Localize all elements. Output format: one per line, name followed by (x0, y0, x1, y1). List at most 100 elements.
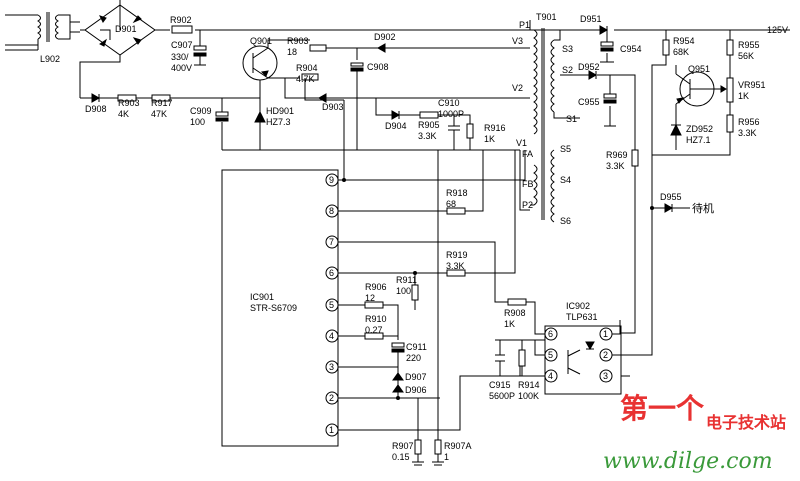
label-D904: D904 (385, 121, 407, 131)
ic902-pin: 3 (603, 371, 608, 381)
resistor-R906 (364, 301, 384, 309)
label-S6: S6 (560, 216, 571, 226)
label-R955-value: 56K (738, 51, 754, 61)
ic902-pins: 6 5 4 1 2 3 (544, 327, 613, 383)
label-C955: C955 (578, 97, 600, 107)
ic901-pin: 4 (329, 331, 334, 341)
label-standby: 待机 (692, 201, 714, 215)
label-R969-value: 3.3K (606, 161, 625, 171)
label-R907: R907 (392, 441, 414, 451)
label-C911-value: 220 (406, 353, 421, 363)
ic901-pin: 1 (329, 425, 334, 435)
label-D951: D951 (580, 14, 602, 24)
label-S5: S5 (560, 144, 571, 154)
label-D952: D952 (578, 62, 600, 72)
label-Q951: Q951 (688, 64, 710, 74)
label-R917-value: 47K (151, 109, 167, 119)
watermark-url: www.dilge.com (603, 449, 773, 474)
label-R905: R905 (418, 120, 440, 130)
label-Q901: Q901 (250, 36, 272, 46)
label-D902: D902 (374, 32, 396, 42)
label-R919-value: 3.3K (446, 261, 465, 271)
cap-C909 (215, 111, 229, 117)
label-R969: R969 (606, 150, 628, 160)
diode-D908 (91, 93, 101, 103)
watermark-line2: 电子技术站 (706, 413, 786, 432)
label-V1: V1 (516, 138, 527, 148)
resistor-R908 (507, 298, 527, 306)
label-D955: D955 (660, 192, 682, 202)
label-FB: FB (522, 179, 534, 189)
label-S4: S4 (560, 175, 571, 185)
cap-c907: C907 330/ 400V (171, 40, 207, 73)
resistor-R903a (309, 44, 327, 52)
label-FA: FA (522, 149, 533, 159)
transformer-T901: T901 P1 V3 V2 V1 FA FB P2 S3 S2 S1 S5 S4… (510, 12, 590, 226)
label-D908: D908 (85, 104, 107, 114)
ic902-pin: 6 (548, 329, 553, 339)
resistor-R918 (446, 207, 466, 215)
label-R906-value: 12 (365, 293, 375, 303)
label-R910: R910 (365, 314, 387, 324)
label-S2: S2 (562, 65, 573, 75)
label-D901: D901 (115, 24, 137, 34)
cap-C954 (600, 41, 614, 47)
label-IC901-part: STR-S6709 (250, 303, 297, 313)
label-R903b-value: 4K (118, 109, 129, 119)
label-C907: C907 (171, 40, 193, 50)
resistor-R956 (726, 114, 734, 133)
label-D907: D907 (405, 372, 427, 382)
ic901-pin: 2 (329, 393, 334, 403)
label-S1: S1 (566, 114, 577, 124)
line-filter-l902: L902 (5, 12, 71, 64)
label-R904: R904 (296, 63, 318, 73)
resistor-R903b (117, 94, 137, 102)
label-R917: R917 (151, 98, 173, 108)
label-R956: R956 (738, 117, 760, 127)
diode-D903 (317, 93, 327, 103)
label-R903a: R903 (287, 36, 309, 46)
label-V3: V3 (512, 36, 523, 46)
label-R906: R906 (365, 282, 387, 292)
label-R919: R919 (446, 250, 468, 260)
label-ZD952: ZD952 (686, 124, 713, 134)
label-C907-v2: 400V (171, 63, 192, 73)
diode-D951 (599, 25, 609, 35)
label-R916: R916 (484, 123, 506, 133)
label-V2: V2 (512, 83, 523, 93)
label-R918-value: 68 (446, 199, 456, 209)
label-R918: R918 (446, 188, 468, 198)
label-R956-value: 3.3K (738, 128, 757, 138)
resistor-R907A (434, 439, 442, 455)
resistor-R907 (414, 439, 422, 455)
potentiometer-VR951 (726, 77, 734, 103)
zener-ZD952 (670, 123, 682, 136)
transistor-Q901: Q901 (242, 36, 310, 81)
resistor-R905 (419, 111, 439, 119)
resistor-R954 (662, 39, 670, 56)
label-C911: C911 (406, 342, 427, 352)
ic901-pin: 5 (329, 300, 334, 310)
resistor-R919 (446, 269, 466, 277)
label-VR951-value: 1K (738, 91, 749, 101)
label-C915: C915 (489, 380, 511, 390)
label-125V: 125V (767, 25, 788, 35)
label-ZD952-value: HZ7.1 (686, 135, 711, 145)
label-R903a-value: 18 (287, 47, 297, 57)
diode-D906 (392, 384, 404, 393)
diode-D902 (376, 43, 386, 53)
label-IC902: IC902 (566, 301, 590, 311)
ic902-pin: 5 (548, 350, 553, 360)
zener-HD901 (254, 110, 266, 123)
cap-c908: C908 (350, 62, 389, 150)
ic901-pin: 6 (329, 268, 334, 278)
label-R954: R954 (673, 36, 695, 46)
diode-D952 (588, 70, 598, 80)
label-R902: R902 (170, 15, 192, 25)
ic901-pin: 3 (329, 362, 334, 372)
diode-D955 (664, 203, 674, 213)
label-R907-value: 0.15 (392, 452, 410, 462)
label-D906: D906 (405, 385, 427, 395)
resistor-R955 (726, 39, 734, 56)
